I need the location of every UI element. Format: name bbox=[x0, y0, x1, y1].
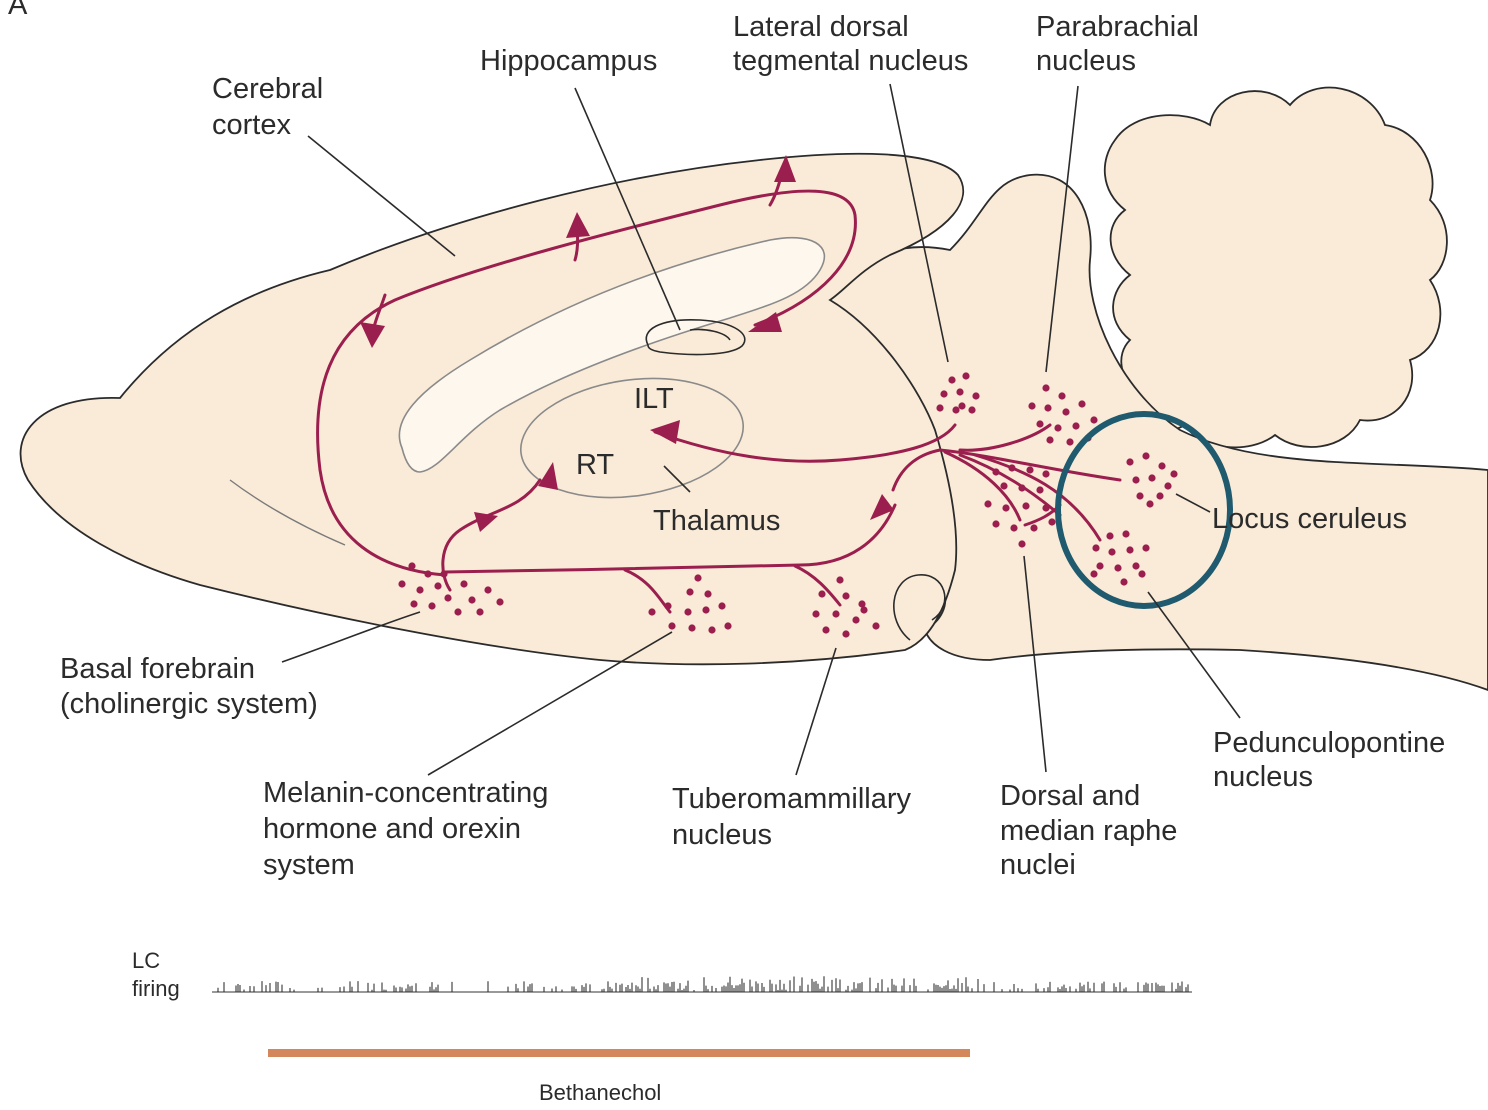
label-pedunculopontine: Pedunculopontine nucleus bbox=[1213, 727, 1453, 793]
label-cerebral-cortex: Cerebral cortex bbox=[212, 73, 331, 141]
lc-firing-panel: LC firing Bethanechol bbox=[132, 948, 1192, 1105]
label-ilt: ILT bbox=[634, 383, 674, 415]
label-basal-forebrain: Basal forebrain (cholinergic system) bbox=[60, 653, 318, 720]
trace-label: LC firing bbox=[132, 948, 180, 1001]
cerebellum bbox=[1105, 88, 1447, 448]
lc-firing-trace bbox=[218, 976, 1188, 992]
label-parabrachial: Parabrachial nucleus bbox=[1036, 11, 1207, 77]
label-raphe: Dorsal and median raphe nuclei bbox=[1000, 780, 1185, 881]
label-tuberomammillary: Tuberomammillary nucleus bbox=[672, 783, 919, 851]
brain-sagittal-section bbox=[21, 88, 1488, 690]
bethanechol-label: Bethanechol bbox=[539, 1080, 661, 1105]
label-melanin-orexin: Melanin-concentrating hormone and orexin… bbox=[263, 777, 556, 881]
label-lateral-dorsal-tegmental: Lateral dorsal tegmental nucleus bbox=[733, 11, 968, 77]
label-rt: RT bbox=[576, 449, 614, 481]
panel-letter: A bbox=[8, 0, 28, 21]
label-thalamus: Thalamus bbox=[653, 505, 780, 537]
label-hippocampus: Hippocampus bbox=[480, 45, 657, 77]
label-locus-ceruleus: Locus ceruleus bbox=[1212, 503, 1407, 535]
bethanechol-bar bbox=[268, 1049, 970, 1057]
